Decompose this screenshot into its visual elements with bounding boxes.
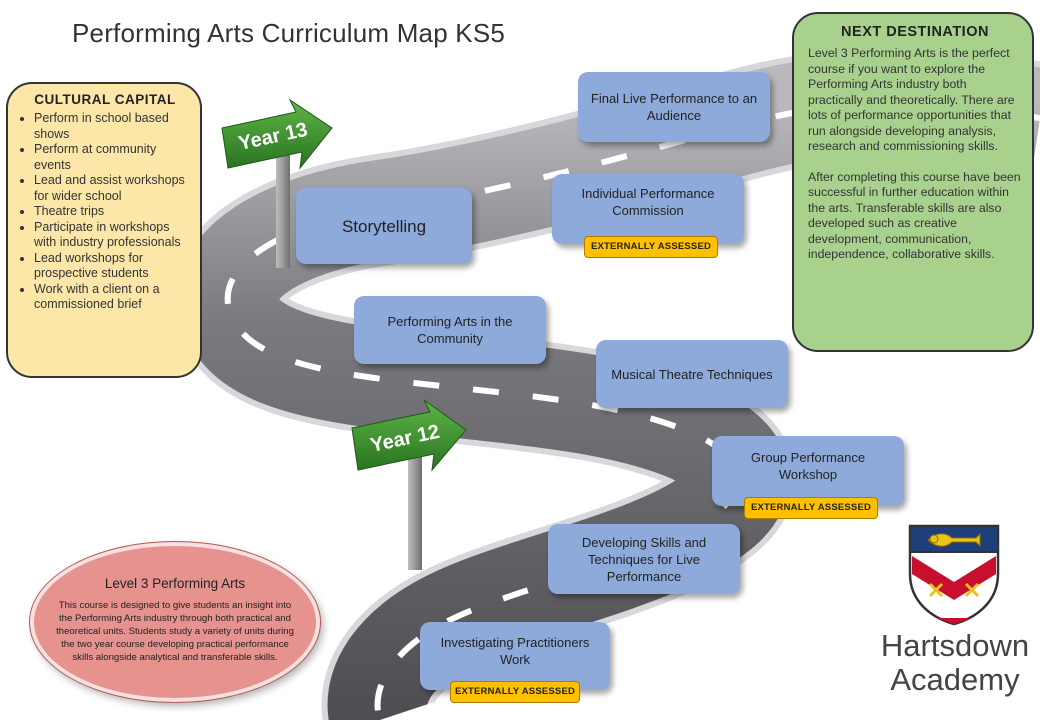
list-item: Perform at community events bbox=[34, 142, 190, 173]
course-description-oval: Level 3 Performing Arts This course is d… bbox=[30, 542, 320, 702]
unit-group-performance-workshop: Group Performance Workshop bbox=[712, 436, 904, 506]
unit-label: Developing Skills and Techniques for Liv… bbox=[581, 534, 707, 584]
externally-assessed-badge: EXTERNALLY ASSESSED bbox=[584, 236, 718, 258]
school-name-line-2: Academy bbox=[890, 662, 1020, 697]
unit-label: Group Performance Workshop bbox=[750, 450, 866, 482]
unit-storytelling: Storytelling bbox=[296, 188, 472, 264]
unit-label: Storytelling bbox=[341, 216, 427, 236]
unit-individual-performance-commission: Individual Performance Commission bbox=[552, 174, 744, 244]
list-item: Theatre trips bbox=[34, 204, 190, 220]
unit-label: Individual Performance Commission bbox=[581, 186, 715, 218]
unit-musical-theatre-techniques: Musical Theatre Techniques bbox=[596, 340, 788, 408]
unit-final-live-performance: Final Live Performance to an Audience bbox=[578, 72, 770, 142]
externally-assessed-badge: EXTERNALLY ASSESSED bbox=[450, 681, 580, 703]
unit-label: Investigating Practitioners Work bbox=[440, 635, 590, 667]
cultural-capital-heading: CULTURAL CAPITAL bbox=[34, 92, 176, 107]
list-item: Lead and assist workshops for wider scho… bbox=[34, 173, 190, 204]
unit-performing-arts-community: Performing Arts in the Community bbox=[354, 296, 546, 364]
school-name-line-1: Hartsdown bbox=[880, 628, 1030, 663]
list-item: Work with a client on a commissioned bri… bbox=[34, 282, 190, 313]
year13-sign-arrow bbox=[221, 98, 333, 170]
page-title: Performing Arts Curriculum Map KS5 bbox=[72, 18, 506, 48]
course-title: Level 3 Performing Arts bbox=[104, 576, 246, 591]
next-destination-paragraph-1: Level 3 Performing Arts is the perfect c… bbox=[808, 46, 1015, 153]
next-destination-paragraph-2: After completing this course have been s… bbox=[808, 169, 1021, 262]
externally-assessed-badge: EXTERNALLY ASSESSED bbox=[744, 497, 878, 519]
cultural-capital-panel: CULTURAL CAPITAL Perform in school based… bbox=[6, 82, 202, 378]
list-item: Perform in school based shows bbox=[34, 111, 190, 142]
unit-investigating-practitioners: Investigating Practitioners Work bbox=[420, 622, 610, 690]
unit-label: Musical Theatre Techniques bbox=[611, 366, 773, 382]
list-item: Participate in workshops with industry p… bbox=[34, 220, 190, 251]
year13-sign-post bbox=[276, 150, 290, 268]
year12-sign-post bbox=[408, 450, 422, 570]
next-destination-heading: NEXT DESTINATION bbox=[841, 24, 989, 40]
school-logo: Hartsdown Academy bbox=[880, 522, 1030, 702]
crest-icon bbox=[908, 524, 1000, 626]
cultural-capital-list: Perform in school based shows Perform at… bbox=[20, 111, 190, 313]
unit-label: Performing Arts in the Community bbox=[387, 314, 513, 346]
next-destination-panel: NEXT DESTINATION Level 3 Performing Arts… bbox=[792, 12, 1034, 352]
course-description: This course is designed to give students… bbox=[56, 600, 294, 663]
year12-sign-arrow bbox=[351, 399, 467, 472]
list-item: Lead workshops for prospective students bbox=[34, 251, 190, 282]
unit-label: Final Live Performance to an Audience bbox=[590, 91, 758, 123]
unit-developing-skills: Developing Skills and Techniques for Liv… bbox=[548, 524, 740, 594]
